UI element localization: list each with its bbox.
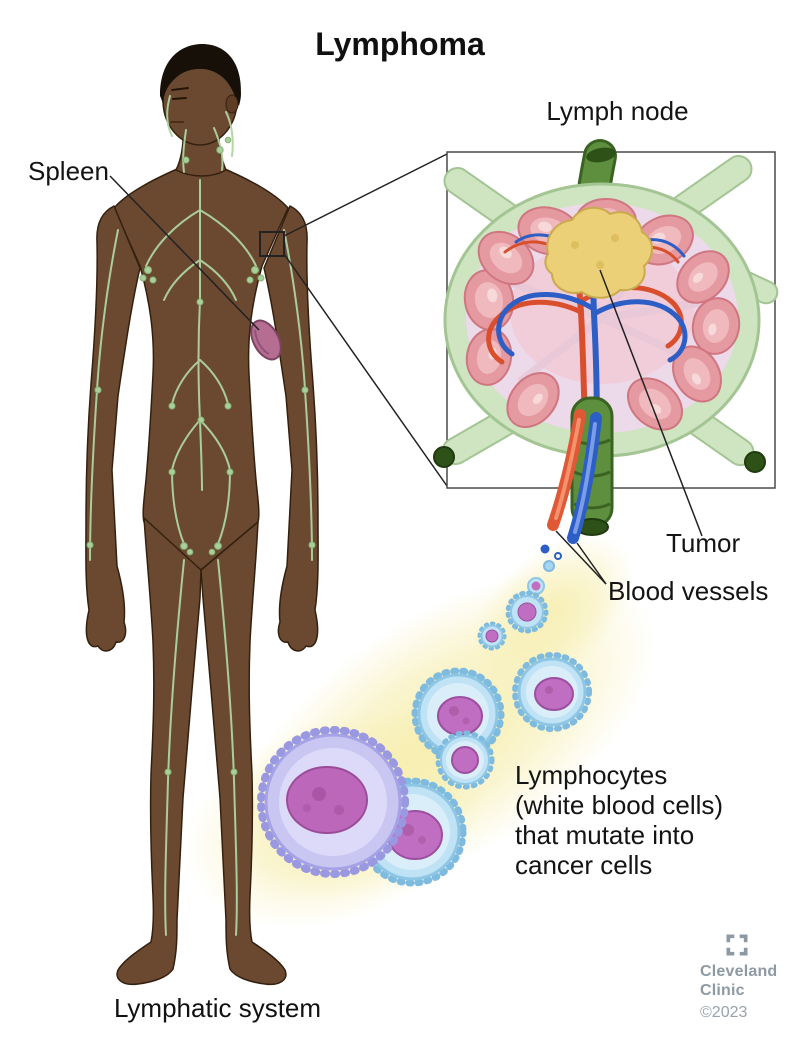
logo-copyright: ©2023 xyxy=(700,1004,748,1021)
tube-dark-opening-right xyxy=(744,451,766,473)
lymphatic-system-label: Lymphatic system xyxy=(113,993,322,1023)
tumor-illustration xyxy=(544,206,653,299)
chest-marker-square xyxy=(259,231,285,257)
inset-pointer-lines xyxy=(555,269,703,585)
cancer-cell-large-purple xyxy=(257,726,409,878)
bloodvessels-callout-line-2 xyxy=(576,542,607,585)
tumor-label: Tumor xyxy=(666,528,741,558)
cancer-cell-small-2 xyxy=(505,590,549,634)
torso xyxy=(113,165,289,571)
node-follicles xyxy=(463,198,741,431)
cancer-cell-small-3 xyxy=(435,730,495,790)
lymphocytes-caption-line-2: (white blood cells) xyxy=(515,790,724,820)
human-figure xyxy=(85,44,319,986)
cancer-cell-small-1 xyxy=(477,621,507,651)
callout-lines xyxy=(109,153,448,487)
lymph-node-illustration xyxy=(433,139,779,560)
spleen-callout-line xyxy=(109,175,260,331)
bloodvessels-callout-line-1 xyxy=(555,530,607,585)
hair xyxy=(160,44,242,106)
spleen-label: Spleen xyxy=(28,156,109,186)
right-arm xyxy=(263,205,319,652)
cleveland-clinic-logo-icon xyxy=(726,934,748,956)
left-leg xyxy=(116,517,202,986)
left-arm xyxy=(85,205,141,652)
inset-connector-top xyxy=(283,153,448,237)
tumor-callout-line xyxy=(599,269,703,537)
inset-connector-bottom xyxy=(283,253,448,487)
lymph-node-label: Lymph node xyxy=(546,96,689,126)
logo-text-line1: Cleveland xyxy=(700,963,778,980)
cleveland-clinic-logo: Cleveland Clinic ©2023 xyxy=(700,932,786,1022)
cancer-cell-medium-1 xyxy=(512,652,592,732)
ear xyxy=(225,94,239,114)
lymph-nodes-dots xyxy=(86,136,316,776)
descending-blood-vessels xyxy=(547,409,602,544)
lymphocytes-caption: Lymphocytes (white blood cells) that mut… xyxy=(515,760,723,880)
escaping-cell-ring xyxy=(554,552,562,560)
face-features xyxy=(170,87,189,123)
right-leg xyxy=(200,521,287,986)
lymphocytes-caption-line-3: that mutate into xyxy=(515,820,695,850)
page-title: Lymphoma xyxy=(315,26,485,62)
cancer-cell-tiny-1 xyxy=(543,560,555,572)
logo-text-line2: Clinic xyxy=(700,982,745,999)
escaping-cell-dot-blue xyxy=(540,544,550,554)
lymphocytes-caption-line-1: Lymphocytes xyxy=(515,760,668,790)
blood-vessels-label: Blood vessels xyxy=(608,576,769,606)
tube-dark-opening-left xyxy=(433,446,455,468)
lymphocytes-caption-line-4: cancer cells xyxy=(515,850,653,880)
cancer-cells-illustration xyxy=(257,560,592,887)
